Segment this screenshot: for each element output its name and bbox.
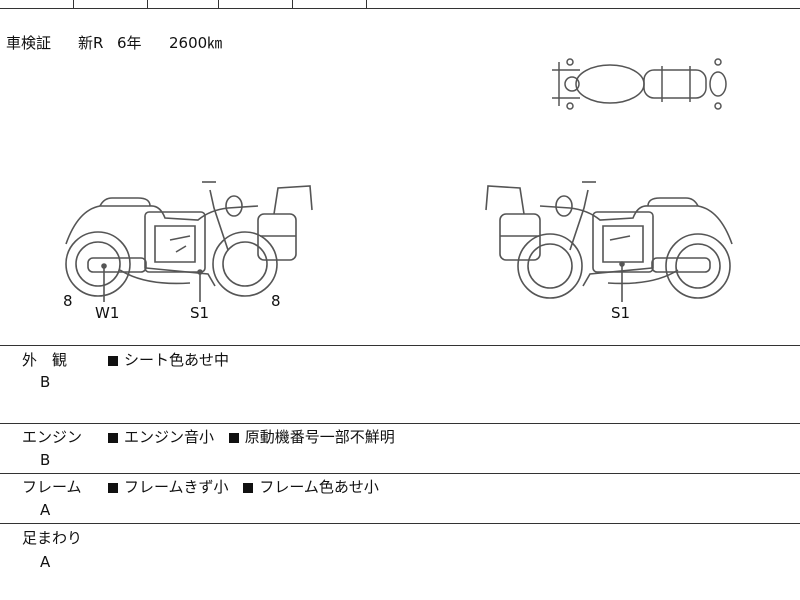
- right-side-motorcycle-icon: [485, 181, 733, 302]
- section-notes-frame: フレームきず小 フレーム色あせ小: [108, 478, 389, 496]
- cell-divider: [292, 0, 293, 8]
- section-title-frame: フレーム: [22, 478, 82, 496]
- section-grade-frame: A: [40, 501, 51, 519]
- cell-divider: [147, 0, 148, 8]
- note-item: フレーム色あせ小: [243, 478, 379, 496]
- top-view-motorcycle-icon: [552, 58, 727, 110]
- registration-years: 6年: [117, 34, 142, 52]
- bullet-icon: [243, 483, 254, 493]
- section-divider: [0, 345, 800, 346]
- callout-left-s1: S1: [190, 304, 210, 322]
- callout-left-front: 8: [63, 292, 73, 310]
- section-grade-exterior: B: [40, 373, 51, 391]
- callout-w1: W1: [95, 304, 120, 322]
- section-divider: [0, 423, 800, 424]
- section-divider: [0, 523, 800, 524]
- note-item: フレームきず小: [108, 478, 229, 496]
- note-text: フレーム色あせ小: [259, 478, 379, 496]
- section-divider: [0, 473, 800, 474]
- note-item: 原動機番号一部不鮮明: [228, 428, 395, 446]
- bullet-icon: [108, 356, 118, 366]
- section-grade-engine: B: [40, 451, 51, 469]
- note-item: シート色あせ中: [108, 351, 229, 369]
- callout-left-rear: 8: [271, 292, 281, 310]
- cell-divider: [366, 0, 367, 8]
- callout-right-s1: S1: [611, 304, 631, 322]
- table-top-border: [0, 8, 800, 9]
- registration-status: 新R: [78, 34, 104, 52]
- bullet-icon: [108, 483, 118, 493]
- cell-divider: [73, 0, 74, 8]
- section-grade-suspension: A: [40, 553, 51, 571]
- section-notes-exterior: シート色あせ中: [108, 351, 239, 369]
- note-text: フレームきず小: [124, 478, 229, 496]
- section-title-engine: エンジン: [22, 428, 83, 446]
- note-text: エンジン音小: [124, 428, 215, 446]
- cell-divider: [218, 0, 219, 8]
- note-text: シート色あせ中: [124, 351, 230, 369]
- note-item: エンジン音小: [108, 428, 214, 446]
- registration-label: 車検証: [6, 34, 52, 52]
- note-text: 原動機番号一部不鮮明: [244, 428, 395, 446]
- bullet-icon: [108, 433, 118, 443]
- section-title-exterior: 外 観: [22, 351, 68, 369]
- odometer-value: 2600㎞: [169, 34, 223, 52]
- section-title-suspension: 足まわり: [22, 529, 83, 547]
- left-side-motorcycle-icon: [65, 181, 313, 302]
- section-notes-engine: エンジン音小 原動機番号一部不鮮明: [108, 428, 405, 446]
- bullet-icon: [228, 433, 239, 443]
- motorcycle-diagram: [65, 58, 733, 302]
